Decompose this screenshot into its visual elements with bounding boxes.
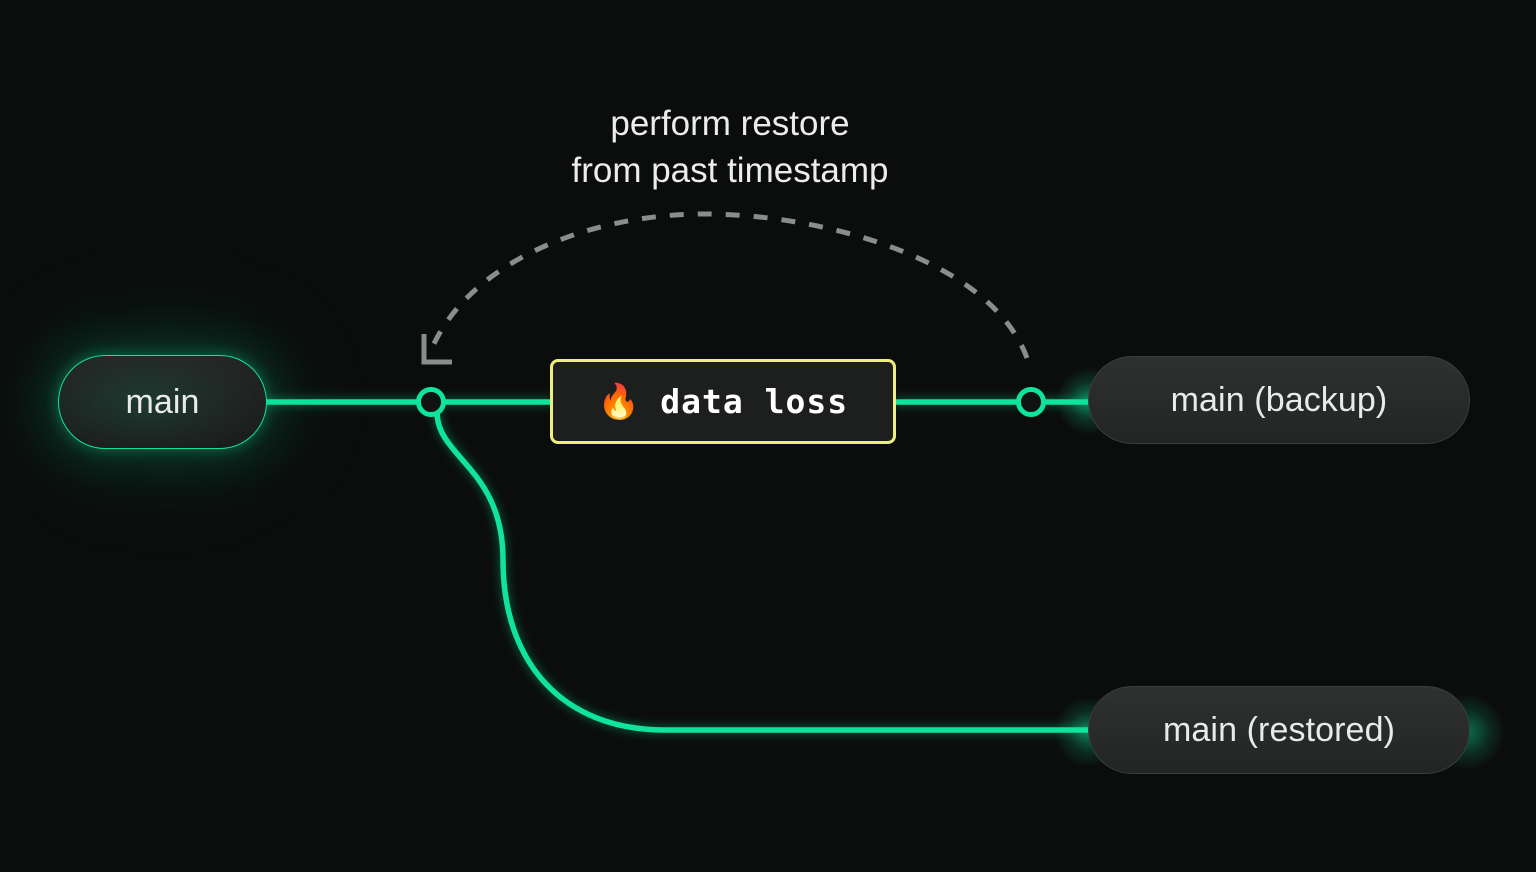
restore-arrow-head: [421, 334, 452, 365]
branch-node-restored-label: main (restored): [1162, 711, 1395, 749]
edge-branch-to-restored: [434, 409, 1095, 733]
fire-icon: 🔥: [597, 382, 641, 421]
data-loss-event-box[interactable]: 🔥 data loss: [550, 359, 896, 444]
branch-node-main-label: main: [125, 383, 200, 421]
branch-node-restored[interactable]: main (restored): [1088, 686, 1470, 774]
branch-node-main[interactable]: main: [58, 355, 267, 449]
branch-node-backup-label: main (backup): [1170, 381, 1388, 419]
data-loss-label: data loss: [660, 382, 849, 421]
commit-point-branch[interactable]: [416, 387, 446, 417]
restore-annotation-label: perform restore from past timestamp: [571, 104, 889, 190]
branch-node-backup[interactable]: main (backup): [1088, 356, 1470, 444]
commit-point-backup-anchor[interactable]: [1016, 387, 1046, 417]
restore-arc-dashed: [429, 211, 1030, 359]
